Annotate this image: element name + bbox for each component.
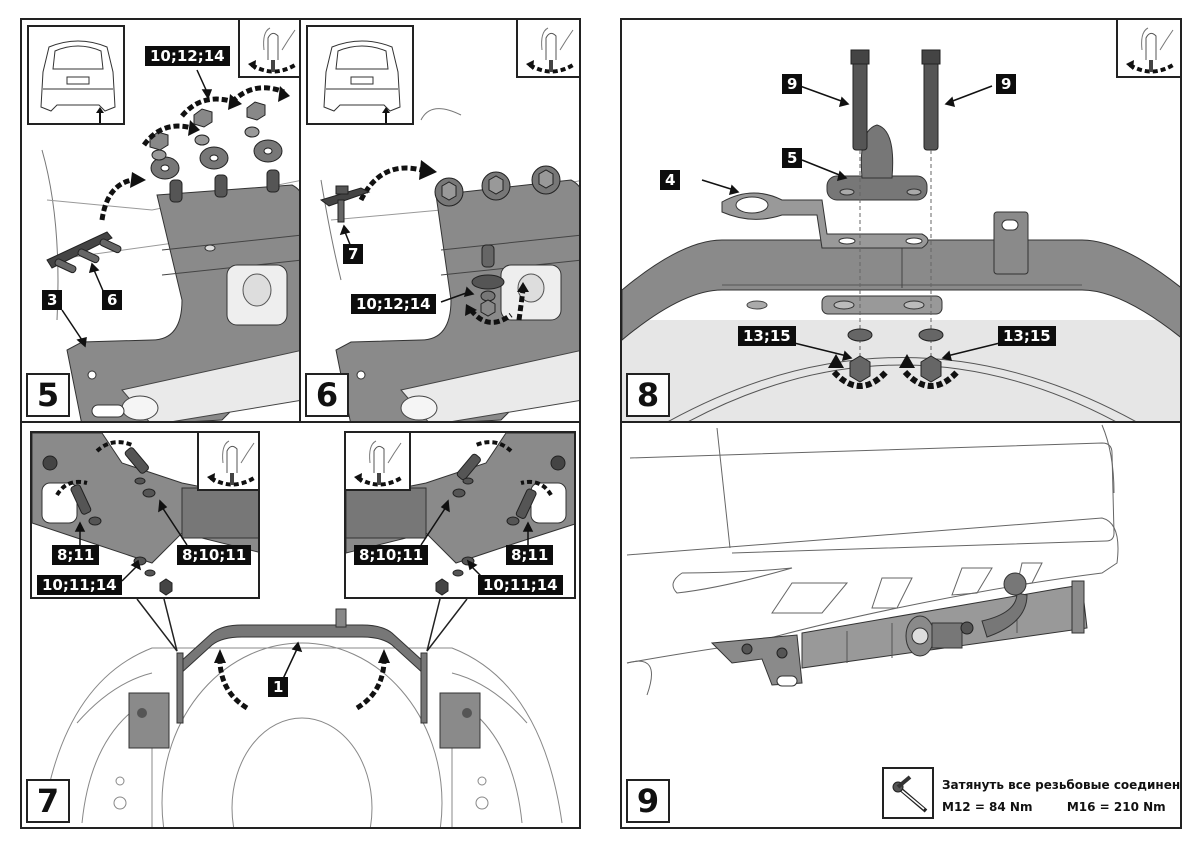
car-rear-view-icon bbox=[40, 40, 116, 123]
crossbar bbox=[622, 239, 1180, 341]
label-right-8-10-11: 8;10;11 bbox=[354, 545, 429, 565]
label-washer-nut-set: 10;12;14 bbox=[351, 294, 436, 314]
label-part-3: 3 bbox=[42, 290, 63, 310]
step-6-illustration bbox=[319, 108, 579, 421]
torque-wrench-inset bbox=[882, 767, 934, 819]
hand-tighten-inset bbox=[1116, 20, 1180, 78]
step-number-8: 8 bbox=[626, 373, 670, 417]
label-right-10-11-14: 10;11;14 bbox=[478, 575, 563, 595]
step-6-panel: 7 10;12;14 6 bbox=[299, 18, 581, 423]
hand-tighten-inset bbox=[516, 20, 579, 78]
label-bolt-9-left: 9 bbox=[782, 74, 803, 94]
label-bolt-9-right: 9 bbox=[996, 74, 1017, 94]
label-left-8-11: 8;11 bbox=[52, 545, 100, 565]
bracket-plate bbox=[335, 179, 579, 421]
hand-tighten-icon bbox=[354, 440, 403, 487]
hand-tighten-inset bbox=[238, 20, 299, 78]
washers bbox=[150, 126, 283, 180]
step-number-5: 5 bbox=[26, 373, 70, 417]
label-left-10-11-14: 10;11;14 bbox=[37, 575, 122, 595]
left-mount-detail bbox=[32, 433, 258, 596]
step-5-illustration bbox=[41, 69, 299, 421]
crossbar-1 bbox=[178, 624, 426, 677]
bracket-3-plate bbox=[66, 184, 299, 421]
car-rear-view-inset bbox=[306, 25, 414, 125]
bolts-9 bbox=[850, 49, 941, 151]
step-number-6: 6 bbox=[305, 373, 349, 417]
detail-inset-right: 8;10;11 8;11 10;11;14 bbox=[344, 431, 576, 599]
hand-tighten-icon bbox=[248, 27, 297, 74]
hand-tighten-icon bbox=[1126, 27, 1175, 74]
installed-towbar bbox=[710, 572, 1088, 687]
hand-tighten-inset bbox=[346, 433, 411, 491]
step-8-illustration bbox=[622, 49, 1180, 421]
step-number-9: 9 bbox=[626, 779, 670, 823]
label-left-8-10-11: 8;10;11 bbox=[177, 545, 252, 565]
step-9-panel: Затянуть все резьбовые соединения M12 = … bbox=[620, 421, 1182, 829]
label-part-7: 7 bbox=[343, 244, 364, 264]
bolt-plate-7 bbox=[319, 185, 371, 223]
step-8-panel: 9 9 5 4 13;15 13;15 8 bbox=[620, 18, 1182, 423]
studs bbox=[169, 169, 280, 203]
label-ball-mount-5: 5 bbox=[782, 148, 803, 168]
hand-tighten-icon bbox=[207, 440, 256, 487]
car-rear-view-inset bbox=[27, 25, 125, 125]
torque-wrench-icon bbox=[892, 775, 928, 813]
label-socket-plate-4: 4 bbox=[660, 170, 681, 190]
stud-plate-6 bbox=[46, 231, 122, 274]
label-washer-nut-set: 10;12;14 bbox=[145, 46, 230, 66]
step-7-panel: 8;11 8;10;11 10;11;14 bbox=[20, 421, 581, 829]
socket-plate-4 bbox=[721, 192, 929, 249]
step-5-panel: 10;12;14 6 3 5 bbox=[20, 18, 301, 423]
torque-values: M12 = 84 Nm M16 = 210 Nm bbox=[942, 796, 1180, 818]
label-right-8-11: 8;11 bbox=[506, 545, 554, 565]
torque-m12: M12 = 84 Nm bbox=[942, 800, 1033, 814]
label-nut-left: 13;15 bbox=[738, 326, 796, 346]
hand-tighten-icon bbox=[526, 27, 575, 74]
detail-inset-left: 8;11 8;10;11 10;11;14 bbox=[30, 431, 260, 599]
right-mount-detail bbox=[346, 433, 574, 596]
label-crossbar-1: 1 bbox=[268, 677, 289, 697]
torque-m16: M16 = 210 Nm bbox=[1066, 800, 1166, 814]
step-9-illustration bbox=[626, 424, 1119, 696]
step-7-illustration bbox=[41, 598, 563, 827]
label-part-6: 6 bbox=[102, 290, 123, 310]
label-nut-right: 13;15 bbox=[998, 326, 1056, 346]
step-number-7: 7 bbox=[26, 779, 70, 823]
torque-note-title: Затянуть все резьбовые соединения bbox=[942, 778, 1182, 792]
torque-note: Затянуть все резьбовые соединения M12 = … bbox=[942, 774, 1182, 818]
hand-tighten-inset bbox=[197, 433, 258, 491]
ball-mount-5 bbox=[826, 124, 928, 201]
car-rear-view-icon bbox=[323, 40, 401, 123]
